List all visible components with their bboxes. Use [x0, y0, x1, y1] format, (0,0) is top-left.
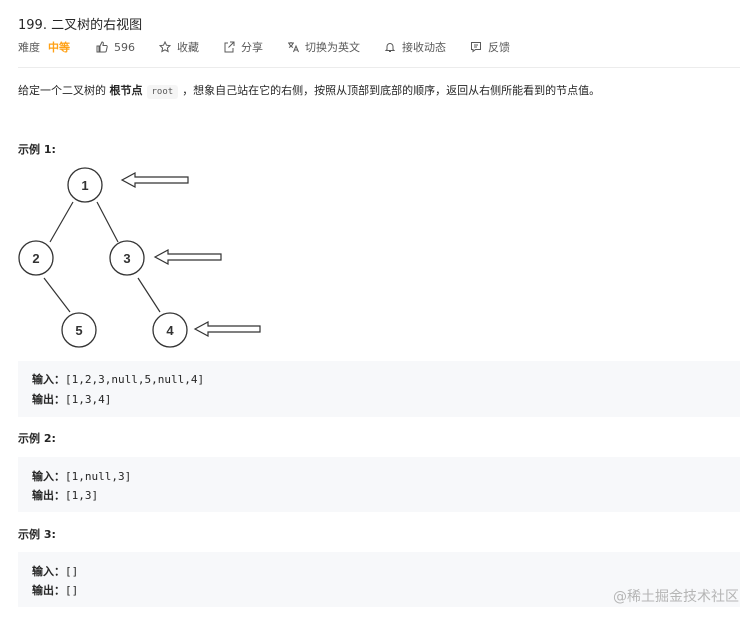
tree-node: 1	[67, 167, 103, 203]
example-1-heading: 示例 1:	[18, 143, 56, 156]
tree-edge	[43, 277, 71, 313]
difficulty-value: 中等	[48, 41, 70, 54]
input-value: []	[65, 565, 79, 578]
input-label: 输入：	[32, 373, 65, 386]
example-3-output-line: 输出：[]	[32, 582, 78, 598]
tree-node: 3	[109, 240, 145, 276]
description-text-start: 给定一个二叉树的	[18, 84, 110, 97]
bell-icon	[384, 43, 396, 52]
left-arrow-icon	[193, 320, 261, 338]
tree-node-label: 2	[32, 251, 39, 266]
description-code-term: root	[146, 85, 179, 99]
thumbs-up-icon	[96, 41, 108, 53]
example-1-input-line: 输入：[1,2,3,null,5,null,4]	[32, 371, 204, 387]
notify-label: 接收动态	[402, 41, 446, 54]
example-2-input-line: 输入：[1,null,3]	[32, 468, 131, 484]
problem-meta-bar: 难度 中等 596 收藏 分享 切换为英文 接收动态 反馈	[18, 39, 534, 55]
tree-node-label: 3	[123, 251, 130, 266]
watermark: @稀土掘金技术社区	[613, 589, 739, 605]
output-label: 输出：	[32, 489, 65, 502]
output-value: [1,3,4]	[65, 393, 112, 406]
output-label: 输出：	[32, 584, 65, 597]
binary-tree-diagram: 1 2 3 5 4	[18, 167, 261, 348]
top-border	[0, 0, 755, 1]
translate-icon	[288, 42, 299, 53]
example-1-output-line: 输出：[1,3,4]	[32, 391, 111, 407]
star-icon	[159, 41, 171, 53]
tree-node-label: 4	[166, 323, 174, 338]
description-bold-term: 根节点	[109, 84, 143, 97]
switch-language-button[interactable]: 切换为英文	[287, 39, 360, 55]
collect-button[interactable]: 收藏	[159, 39, 199, 55]
tree-edge	[96, 201, 119, 243]
feedback-label: 反馈	[488, 41, 510, 54]
tree-node: 5	[61, 312, 97, 348]
input-value: [1,2,3,null,5,null,4]	[65, 373, 205, 386]
output-label: 输出：	[32, 393, 65, 406]
left-arrow-icon	[153, 248, 222, 266]
share-button[interactable]: 分享	[223, 39, 263, 55]
left-arrow-icon	[120, 171, 189, 189]
input-label: 输入：	[32, 470, 65, 483]
header-divider	[18, 67, 740, 68]
notify-button[interactable]: 接收动态	[384, 39, 446, 55]
input-value: [1,null,3]	[65, 470, 132, 483]
tree-node-label: 1	[81, 178, 88, 193]
tree-node: 2	[18, 240, 54, 276]
example-3-heading: 示例 3:	[18, 528, 56, 541]
example-2-output-line: 输出：[1,3]	[32, 487, 98, 503]
collect-label: 收藏	[177, 41, 199, 54]
example-1-codebox: 输入：[1,2,3,null,5,null,4] 输出：[1,3,4]	[18, 361, 740, 417]
tree-edge	[137, 277, 161, 313]
example-2-codebox: 输入：[1,null,3] 输出：[1,3]	[18, 457, 740, 512]
example-3-codebox: 输入：[] 输出：[]	[18, 552, 740, 607]
feedback-icon	[471, 42, 481, 53]
switch-language-label: 切换为英文	[305, 41, 360, 54]
like-button[interactable]: 596	[96, 41, 135, 54]
output-value: []	[65, 584, 79, 597]
example-3-input-line: 输入：[]	[32, 563, 78, 579]
share-icon	[224, 41, 235, 53]
share-label: 分享	[241, 41, 263, 54]
difficulty-label: 难度	[18, 41, 40, 54]
tree-edge	[49, 201, 74, 243]
input-label: 输入：	[32, 565, 65, 578]
like-count: 596	[114, 40, 135, 54]
problem-title: 199. 二叉树的右视图	[18, 18, 143, 33]
feedback-button[interactable]: 反馈	[470, 39, 510, 55]
description-text-end: ，想象自己站在它的右侧，按照从顶部到底部的顺序，返回从右侧所能看到的节点值。	[182, 84, 601, 97]
tree-node-label: 5	[75, 323, 82, 338]
example-2-heading: 示例 2:	[18, 432, 56, 445]
output-value: [1,3]	[65, 489, 99, 502]
tree-node: 4	[152, 312, 188, 348]
